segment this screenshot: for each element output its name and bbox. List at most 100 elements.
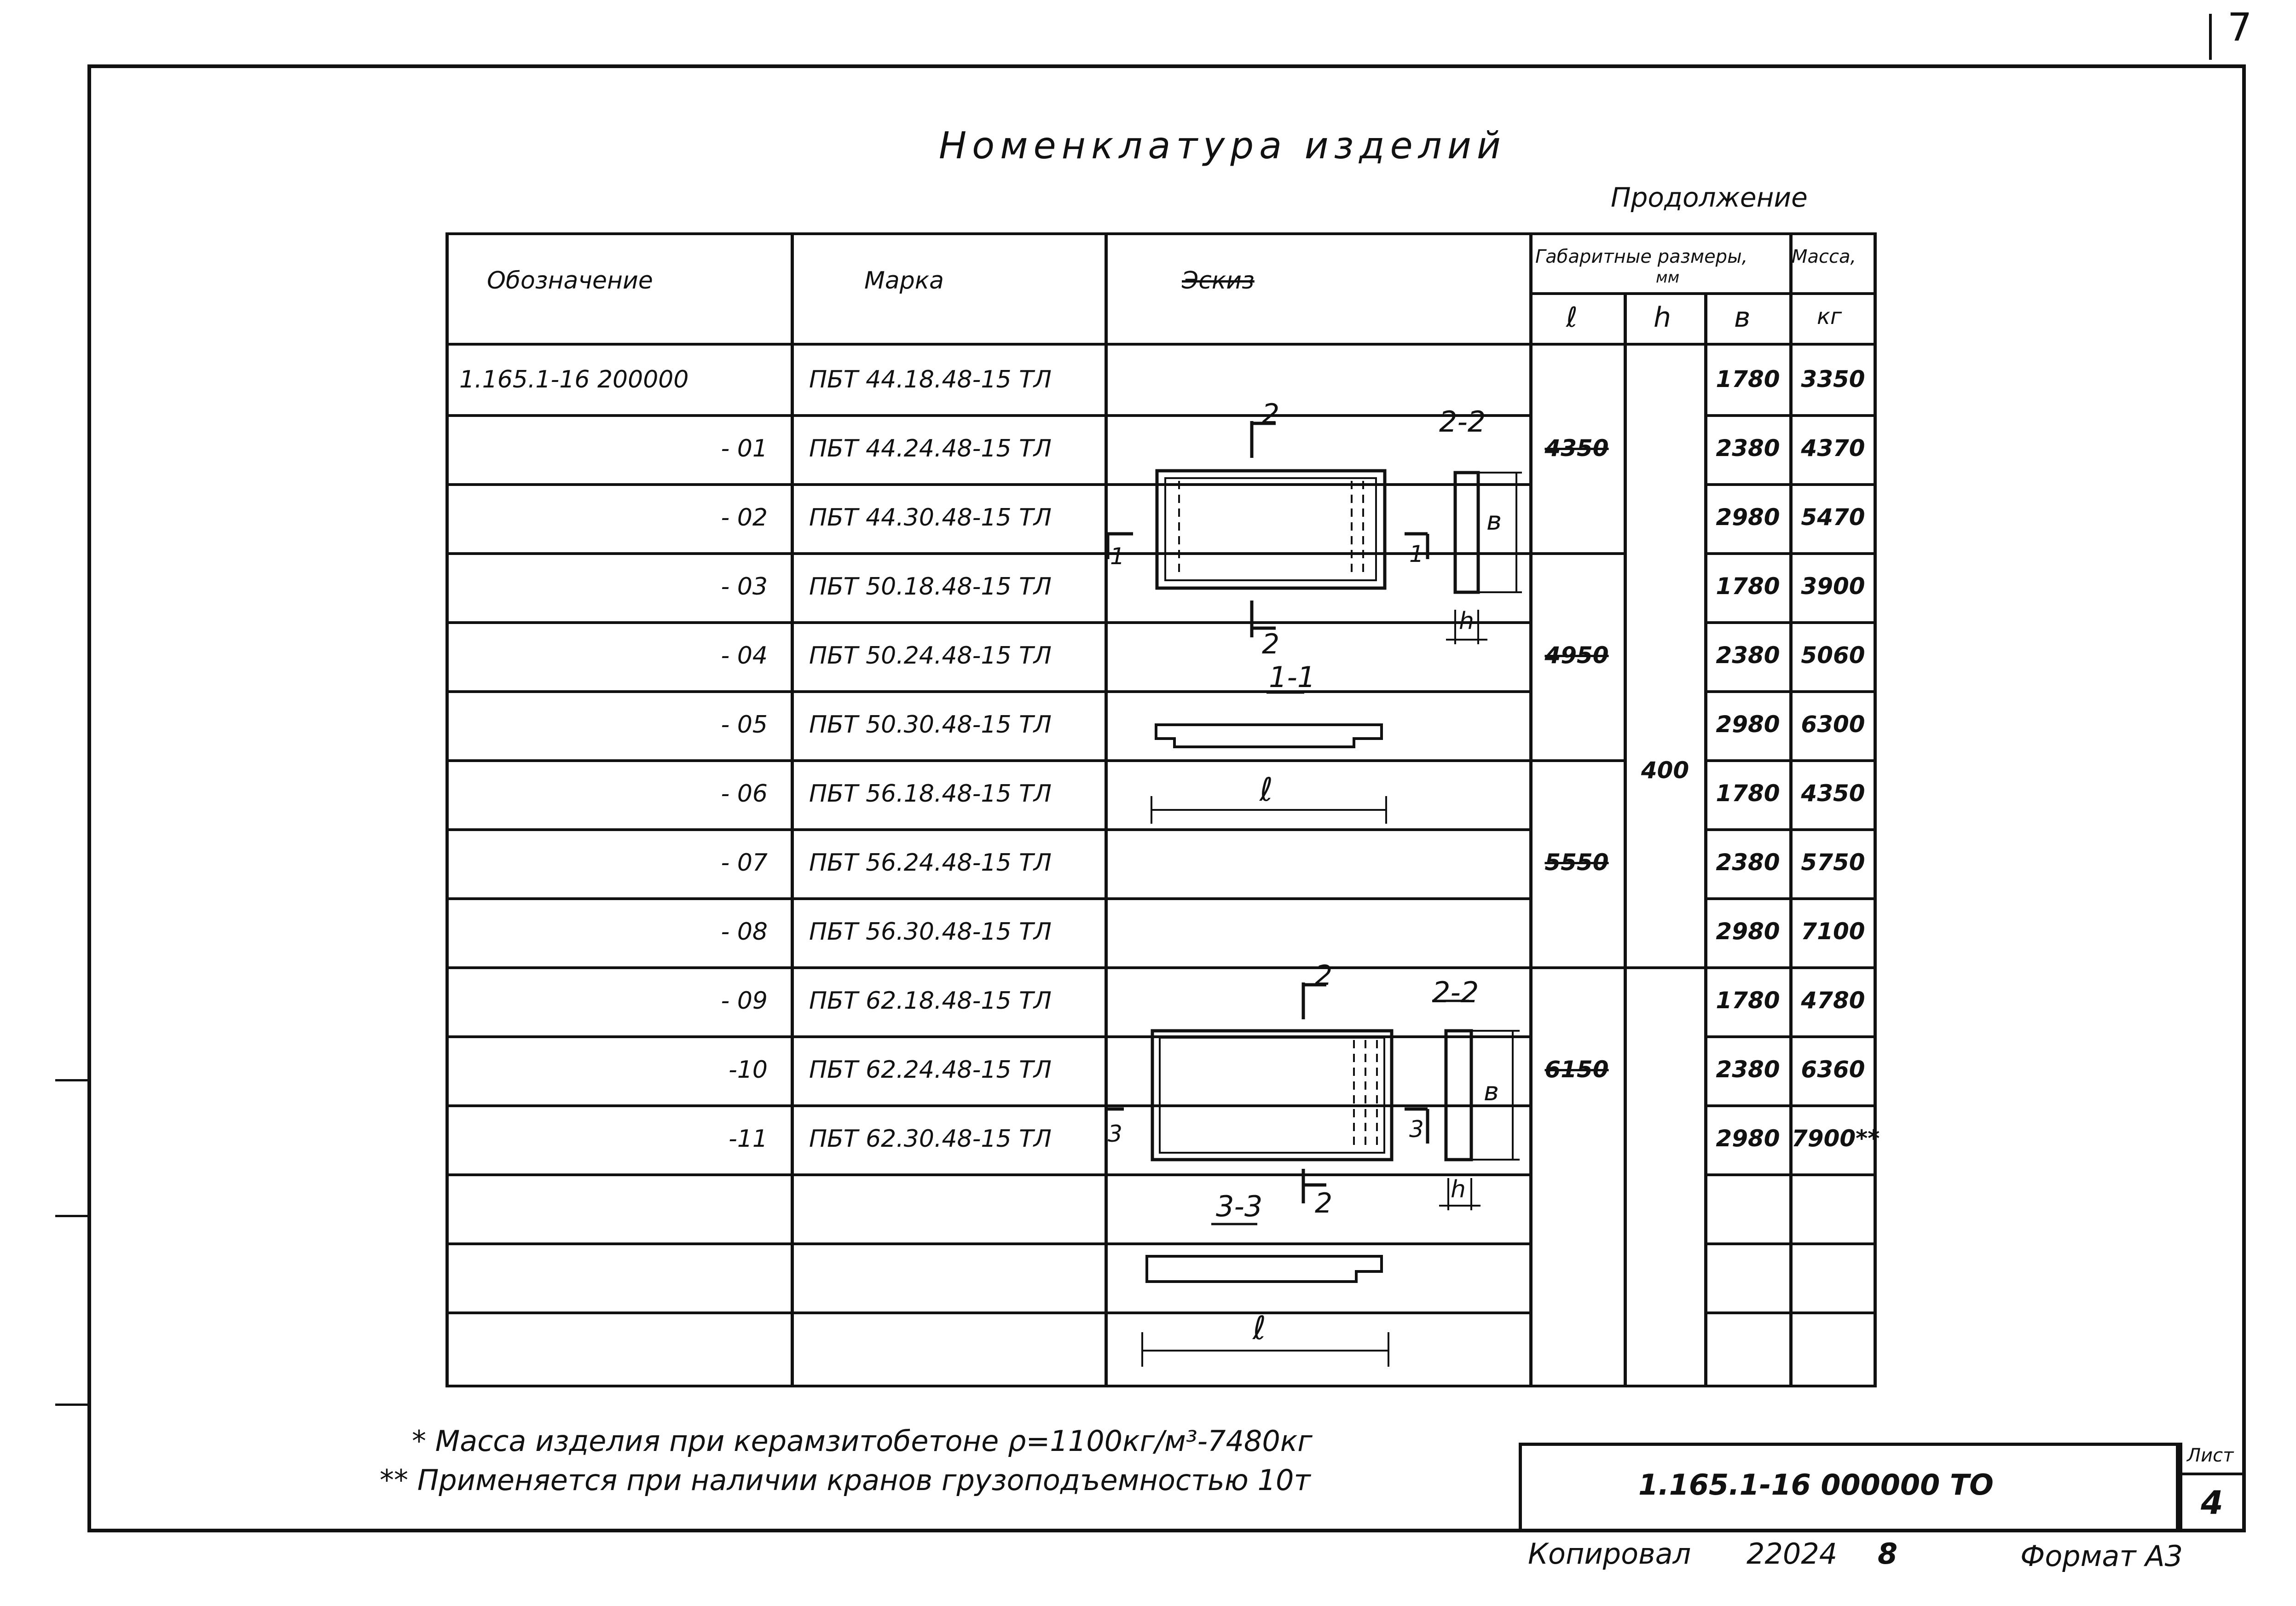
table-border-right [1874,232,1877,1387]
section-mark: 1 [1409,541,1424,567]
nomenclature-table: Обозначение Марка Эскиз Габаритные разме… [445,232,1880,1387]
dim-h-label: h [1459,607,1474,635]
row-designation: - 08 [721,918,768,946]
row-designation: - 01 [721,435,768,462]
header-mark: Марка [864,267,944,295]
margin-tick [55,1404,87,1406]
row-line [445,1242,1532,1245]
row-b: 2380 [1716,642,1780,669]
row-mark: ПБТ 62.30.48-15 ТЛ [809,1125,1052,1153]
l-group-value: 6150 [1544,1056,1609,1083]
row-line [445,483,1532,486]
dim-h-label: h [1451,1176,1466,1203]
row-b: 1780 [1716,987,1780,1014]
section-mark: 2 [1315,1187,1333,1219]
row-mark: ПБТ 44.24.48-15 ТЛ [809,435,1052,462]
row-mass: 4350 [1801,780,1865,807]
row-b: 1780 [1716,780,1780,807]
h-value: 400 [1641,757,1689,784]
row-designation: - 03 [721,573,768,601]
row-line [1704,897,1877,900]
row-b: 2980 [1716,711,1780,738]
footnote-mass: * Масса изделия при керамзитобетоне ρ=11… [412,1424,1313,1458]
row-line [1704,1035,1877,1038]
row-line [445,1311,1532,1314]
row-line [445,1035,1532,1038]
document-code: 1.165.1-16 000000 ТО [1638,1468,1994,1502]
footnote-cranes: ** Применяется при наличии кранов грузоп… [380,1463,1311,1497]
continuation-label: Продолжение [1611,182,1808,213]
row-line [1704,552,1877,555]
row-designation: - 02 [721,504,768,531]
dim-b-label: в [1486,506,1502,536]
row-line [1704,759,1877,762]
row-mark: ПБТ 50.18.48-15 ТЛ [809,573,1052,601]
row-designation: -10 [729,1056,768,1084]
section-mark: 3 [1108,1121,1122,1147]
header-bottom [445,343,1877,346]
row-line [445,414,1532,417]
row-designation: - 06 [721,780,768,808]
sheet-number: 4 [2201,1484,2223,1522]
l-group-value: 5550 [1544,849,1609,876]
row-b: 2380 [1716,849,1780,876]
col-divider [1789,232,1793,1387]
page-number: 7 [2227,5,2252,50]
row-mark: ПБТ 56.30.48-15 ТЛ [809,918,1052,946]
row-line [445,552,1532,555]
sketch-area: 2 2 1 1 2-2 в h 1-1 ℓ 2 2 3 3 2-2 в h 3-… [1105,343,1531,1385]
header-overall-dims: Габаритные размеры, [1535,246,1748,267]
row-line [445,1104,1532,1107]
row-line [445,759,1532,762]
row-mark: ПБТ 56.24.48-15 ТЛ [809,849,1052,877]
header-designation: Обозначение [487,267,653,295]
row-b: 1780 [1716,573,1780,600]
section-label-1-1: 1-1 [1269,660,1316,694]
row-mass: 4370 [1801,435,1865,462]
header-sub-divider [1529,292,1877,295]
row-mass: 3900 [1801,573,1865,600]
row-mark: ПБТ 56.18.48-15 ТЛ [809,780,1052,808]
row-designation: - 04 [721,642,768,670]
row-line [445,1173,1532,1176]
row-mass: 6360 [1801,1056,1865,1083]
table-border-bottom [445,1385,1877,1387]
row-line [1704,1242,1877,1245]
header-col-h: h [1654,301,1671,334]
row-mark: ПБТ 44.18.48-15 ТЛ [809,366,1052,393]
section-label-2-2-bottom: 2-2 [1432,976,1479,1009]
row-mass: 7100 [1801,918,1865,945]
row-b: 2980 [1716,1125,1780,1152]
row-mark: ПБТ 44.30.48-15 ТЛ [809,504,1052,531]
page-number-bar [2209,14,2212,60]
row-line [1704,1311,1877,1314]
sheet-box: Лист 4 [2179,1443,2246,1532]
header-mass: Масса, [1792,246,1856,267]
row-mass: 5750 [1801,849,1865,876]
row-line [1704,621,1877,624]
row-designation: - 07 [721,849,768,877]
row-mass: 5060 [1801,642,1865,669]
row-line [1704,1173,1877,1176]
panel-sketch-drawing [1105,421,1522,1367]
header-sketch: Эскиз [1182,267,1255,295]
dim-b-label: в [1484,1077,1499,1107]
header-col-l: ℓ [1566,301,1578,334]
copy-number-2: 8 [1878,1537,1898,1571]
row-mark: ПБТ 62.18.48-15 ТЛ [809,987,1052,1015]
format-label: Формат А3 [2020,1539,2183,1573]
row-line [445,966,1877,969]
table-border-top [445,232,1877,235]
dim-l-label: ℓ [1253,1309,1266,1347]
row-line [1704,828,1877,831]
margin-tick [55,1215,87,1217]
section-label-3-3: 3-3 [1216,1190,1263,1223]
row-mass: 6300 [1801,711,1865,738]
row-b: 2380 [1716,435,1780,462]
header-col-b: в [1734,301,1751,334]
section-mark: 2 [1262,628,1280,660]
table-border-left [445,232,449,1387]
row-mark: ПБТ 62.24.48-15 ТЛ [809,1056,1052,1084]
l-group-divider [1529,552,1626,555]
row-designation: 1.165.1-16 200000 [459,366,689,393]
